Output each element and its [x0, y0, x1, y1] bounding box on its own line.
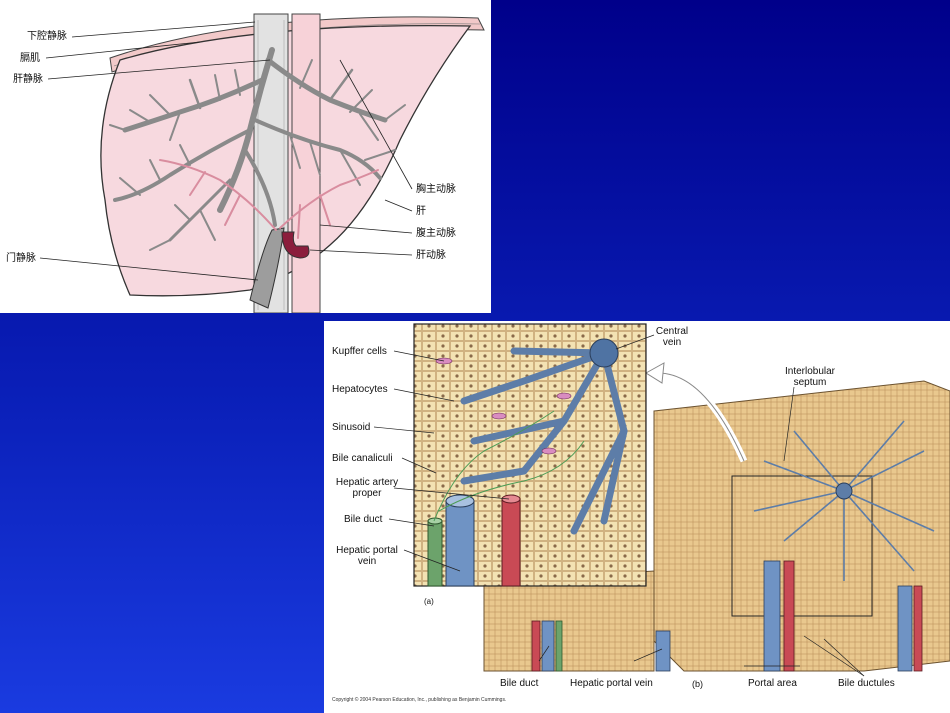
central-vein-a: [589, 338, 619, 368]
label-panel-a: (a): [424, 597, 434, 606]
label-portal-vein: 门静脉: [6, 253, 36, 264]
label-portal-line2: vein: [357, 556, 377, 567]
label-panel-b: (b): [692, 679, 703, 689]
label-hepatocytes: Hepatocytes: [332, 384, 388, 395]
label-central-line2: vein: [662, 337, 682, 348]
label-hepatic-portal-vein-bottom: Hepatic portal vein: [570, 678, 653, 689]
label-hepatic-vein: 肝静脉: [13, 74, 43, 85]
label-inferior-vena-cava: 下腔静脉: [27, 31, 67, 42]
label-portal-line1: Hepatic portal: [336, 545, 398, 556]
liver-lobule-panel: Kupffer cells Hepatocytes Sinusoid Bile …: [324, 321, 950, 713]
lobule-radial-veins: [753, 420, 935, 581]
label-interlobular-septum: Interlobular septum: [770, 366, 850, 388]
label-hepatic-artery-line2: proper: [352, 488, 382, 499]
label-diaphragm: 膈肌: [20, 53, 40, 64]
label-liver: 肝: [416, 206, 426, 217]
label-hepatic-artery: 肝动脉: [416, 250, 446, 261]
label-hepatic-artery-line1: Hepatic artery: [335, 477, 399, 488]
label-central-vein: Central vein: [650, 326, 694, 348]
label-sinusoid: Sinusoid: [332, 422, 371, 433]
lobule-leader-lines: [373, 334, 865, 677]
bile-canaliculi: [433, 410, 585, 522]
inset-portal-triad: [427, 494, 521, 587]
label-portal-area: Portal area: [748, 678, 797, 689]
arterial-branches: [159, 159, 379, 239]
hepatic-vein-tree: [109, 47, 406, 251]
aorta-shape: [291, 13, 321, 313]
label-bile-canaliculi: Bile canaliculi: [332, 453, 393, 464]
liver-lobule-illustration: [373, 323, 950, 677]
label-hepatic-portal-vein: Hepatic portal vein: [328, 545, 406, 567]
label-hepatic-artery-proper: Hepatic artery proper: [330, 477, 404, 499]
liver-anatomy-panel: 下腔静脉 膈肌 肝静脉 胸主动脉 肝 腹主动脉 肝动脉 门静脉: [0, 0, 491, 313]
kupffer-cells: [435, 357, 572, 455]
label-bile-duct-left: Bile duct: [344, 514, 383, 525]
label-septum-line1: Interlobular: [784, 366, 836, 377]
copyright-text: Copyright © 2004 Pearson Education, Inc.…: [332, 697, 507, 703]
central-vein-b: [835, 482, 853, 500]
portal-vessels-b: [531, 560, 923, 672]
label-bile-ductules: Bile ductules: [838, 678, 895, 689]
label-thoracic-aorta: 胸主动脉: [416, 184, 456, 195]
portal-vein-shape: [249, 227, 285, 309]
inset-sinusoids: [460, 347, 628, 535]
leader-lines: [39, 21, 413, 281]
label-abdominal-aorta: 腹主动脉: [416, 228, 456, 239]
liver-anatomy-illustration: [39, 13, 485, 313]
label-kupffer-cells: Kupffer cells: [332, 346, 387, 357]
hepatic-artery-shape: [281, 231, 310, 259]
label-bile-duct-bottom: Bile duct: [500, 678, 539, 689]
label-central-line1: Central: [655, 326, 689, 337]
label-septum-line2: septum: [793, 377, 827, 388]
